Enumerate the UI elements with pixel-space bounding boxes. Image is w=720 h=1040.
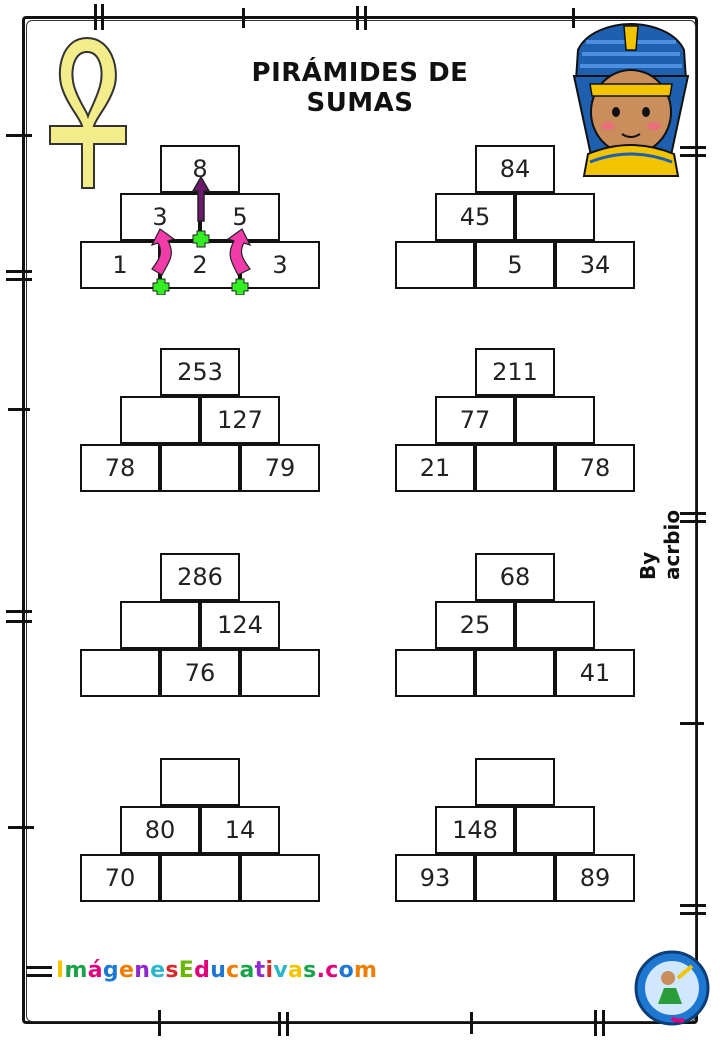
pyramid-middle-right-cell[interactable]: 124 [200, 601, 280, 649]
footer-letter: e [150, 958, 166, 983]
author-credit: By acrbio [636, 509, 684, 580]
footer-letter: . [316, 958, 326, 983]
pyramid-middle-left-cell[interactable]: 77 [435, 396, 515, 444]
footer-letter: n [134, 958, 151, 983]
pyramid-middle-right-cell[interactable]: 14 [200, 806, 280, 854]
footer-letter: i [265, 958, 274, 983]
footer-letter: v [273, 958, 288, 983]
pyramid-bottom-right-cell[interactable]: 89 [555, 854, 635, 902]
pyramid-bottom-left-cell[interactable]: 93 [395, 854, 475, 902]
footer-letter: s [165, 958, 179, 983]
pyramid-bottom-left-cell[interactable] [80, 649, 160, 697]
pyramid-bottom-center-cell[interactable] [475, 649, 555, 697]
footer-letter: g [102, 958, 119, 983]
plus-icon [231, 278, 249, 295]
pyramid-bottom-right-cell[interactable]: 78 [555, 444, 635, 492]
plus-icon [152, 278, 170, 295]
curved-arrow-right-icon [226, 228, 252, 276]
page-title: PIRÁMIDES DE SUMAS [251, 58, 469, 118]
curved-arrow-left-icon [150, 228, 176, 276]
example-arrows [150, 175, 252, 295]
pyramid-top-cell[interactable]: 253 [160, 348, 240, 396]
pyramid-bottom-left-cell[interactable]: 78 [80, 444, 160, 492]
footer-letter: s [303, 958, 317, 983]
pyramid-bottom-center-cell[interactable] [475, 444, 555, 492]
footer-letter: á [87, 958, 103, 983]
pyramid-bottom-right-cell[interactable]: 34 [555, 241, 635, 289]
pyramid-bottom-center-cell[interactable]: 5 [475, 241, 555, 289]
pyramid-bottom-left-cell[interactable] [395, 241, 475, 289]
pyramid-bottom-right-cell[interactable]: 41 [555, 649, 635, 697]
pyramid-bottom-right-cell[interactable] [240, 649, 320, 697]
pyramid-top-cell[interactable] [160, 758, 240, 806]
pyramid-bottom-left-cell[interactable]: 70 [80, 854, 160, 902]
pyramid-middle-left-cell[interactable]: 45 [435, 193, 515, 241]
pyramid-4: 211 77 21 78 [395, 348, 637, 498]
pyramid-6: 68 25 41 [395, 553, 637, 703]
footer-letter: e [118, 958, 135, 983]
footer-letter: m [354, 958, 378, 983]
imagenes-educativas-logo-icon [634, 950, 710, 1026]
pyramid-middle-right-cell[interactable] [515, 193, 595, 241]
pyramid-bottom-left-cell[interactable] [395, 649, 475, 697]
pyramid-top-cell[interactable]: 286 [160, 553, 240, 601]
footer-letter: E [178, 958, 195, 983]
pyramid-bottom-left-cell[interactable]: 21 [395, 444, 475, 492]
footer-letter: d [194, 958, 211, 983]
pyramid-middle-left-cell[interactable]: 148 [435, 806, 515, 854]
plus-icon [192, 230, 210, 248]
pyramid-middle-left-cell[interactable] [120, 396, 200, 444]
footer-letter: a [239, 958, 255, 983]
footer-letter: u [210, 958, 227, 983]
pyramid-2: 84 45 5 34 [395, 145, 637, 295]
pyramid-bottom-right-cell[interactable]: 79 [240, 444, 320, 492]
pyramid-bottom-center-cell[interactable] [475, 854, 555, 902]
pyramid-7: 80 14 70 [80, 758, 322, 908]
pyramid-top-cell[interactable]: 68 [475, 553, 555, 601]
pyramid-top-cell[interactable]: 84 [475, 145, 555, 193]
pyramid-middle-left-cell[interactable] [120, 601, 200, 649]
pyramid-middle-right-cell[interactable] [515, 806, 595, 854]
footer-letter: o [338, 958, 354, 983]
pyramid-5: 286 124 76 [80, 553, 322, 703]
footer-letter: t [254, 958, 266, 983]
up-arrow-icon [191, 175, 211, 222]
pyramid-bottom-center-cell[interactable] [160, 854, 240, 902]
ankh-icon [49, 36, 127, 189]
pharaoh-icon [572, 22, 690, 177]
pyramid-middle-left-cell[interactable]: 80 [120, 806, 200, 854]
pyramid-bottom-center-cell[interactable]: 76 [160, 649, 240, 697]
pyramid-top-cell[interactable]: 211 [475, 348, 555, 396]
pyramid-middle-right-cell[interactable] [515, 396, 595, 444]
footer-letter: c [226, 958, 240, 983]
pyramid-bottom-right-cell[interactable] [240, 854, 320, 902]
pyramid-middle-left-cell[interactable]: 25 [435, 601, 515, 649]
footer-letter: c [325, 958, 339, 983]
footer-letter: I [56, 958, 65, 983]
pyramid-middle-right-cell[interactable] [515, 601, 595, 649]
pyramid-middle-right-cell[interactable]: 127 [200, 396, 280, 444]
footer-site[interactable]: ImágenesEducativas.com [56, 958, 377, 983]
footer-letter: a [288, 958, 304, 983]
pyramid-bottom-center-cell[interactable] [160, 444, 240, 492]
pyramid-8: 148 93 89 [395, 758, 637, 908]
pyramid-3: 253 127 78 79 [80, 348, 322, 498]
pyramid-top-cell[interactable] [475, 758, 555, 806]
footer-letter: m [64, 958, 88, 983]
